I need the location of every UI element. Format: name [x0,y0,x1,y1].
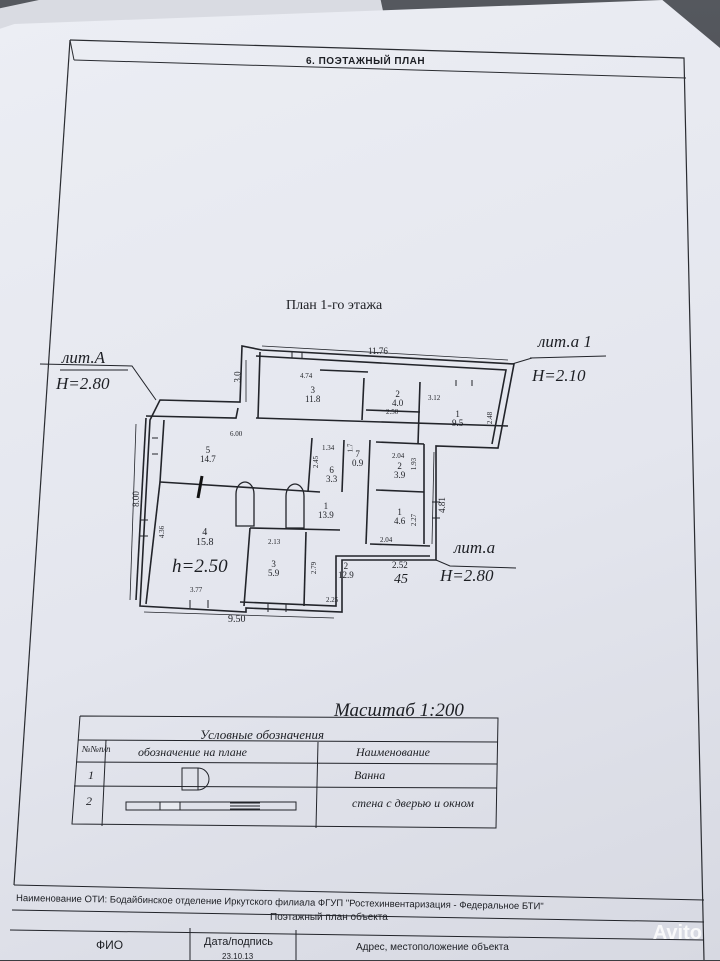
legend-row-1-no: 1 [88,768,94,782]
dimension-label: 2.52 [392,560,408,570]
legend-wall-icon [125,801,297,811]
legend-table-lines [71,715,499,829]
dimension-label: 1.93 [410,457,419,471]
leader-lines [39,355,607,569]
stamp-number: 45 [394,572,408,587]
pen-mark [196,475,204,499]
dimension-label: 6.00 [230,430,243,438]
dimension-label: 3.12 [428,394,441,402]
dimension-label: 2.04 [392,452,405,460]
lit-a1-label: лит.а 1 [538,332,592,351]
legend-row-2-no: 2 [86,794,92,808]
dimension-label: 8.00 [130,491,141,507]
footer-col-address: Адрес, местоположение объекта [356,942,509,953]
dimension-label: 2.13 [268,538,281,546]
dimension-label: 2.25 [326,596,339,604]
dimension-label: 2.48 [486,411,495,425]
footer-col-fio: ФИО [96,938,124,952]
dimension-label: 2.79 [310,561,319,575]
lit-a-height: H=2.80 [440,566,494,585]
footer-date: 23.10.13 [222,952,254,961]
window-marks [140,352,473,612]
dimension-label: 3.77 [190,586,203,594]
footer-col-date: Дата/подпись [204,936,273,948]
legend-col-symbol: обозначение на плане [138,745,247,759]
avito-watermark: Avito [652,922,702,944]
lit-A-height: H=2.80 [56,374,110,393]
bath-symbol-2 [285,483,305,529]
frame-left [13,39,71,886]
legend-row-1-name: Ванна [354,768,386,782]
dimension-label: 4.36 [158,525,167,539]
dimension-label: 2.50 [386,408,399,416]
legend-row-2-name: стена с дверью и окном [352,796,474,810]
dimension-label: 9.50 [228,614,246,625]
dimension-label: 2.04 [380,536,393,544]
dimension-label: 1.7 [346,443,355,453]
dimension-label: 4.81 [436,497,447,513]
section-title: 6. ПОЭТАЖНЫЙ ПЛАН [306,56,426,67]
scale-label: Масштаб 1:200 [334,700,464,721]
footer-doc-name: Поэтажный план объекта [270,912,388,923]
lit-a-label: лит.а [454,538,496,557]
lit-A-label: лит.А [62,348,106,367]
plan-title: План 1-го этажа [286,298,383,313]
dimension-label: 4.74 [300,372,313,380]
dimension-label: 2.45 [312,455,321,469]
lit-a1-height: H=2.10 [532,366,586,385]
bath-symbol-1 [235,481,255,527]
dimension-label: 1.34 [322,444,335,452]
dimension-label: 3.0 [232,371,243,383]
inner-height-label: h=2.50 [172,556,228,577]
footer-table-lines [9,884,705,960]
dimension-label: 11.76 [368,346,388,356]
dimension-label: 2.27 [410,513,419,527]
legend-title: Условные обозначения [200,727,324,742]
legend-col-no: №№п/п [82,744,111,754]
dimension-lines [129,345,509,619]
outer-walls [135,345,515,613]
legend-col-name: Наименование [356,745,431,759]
